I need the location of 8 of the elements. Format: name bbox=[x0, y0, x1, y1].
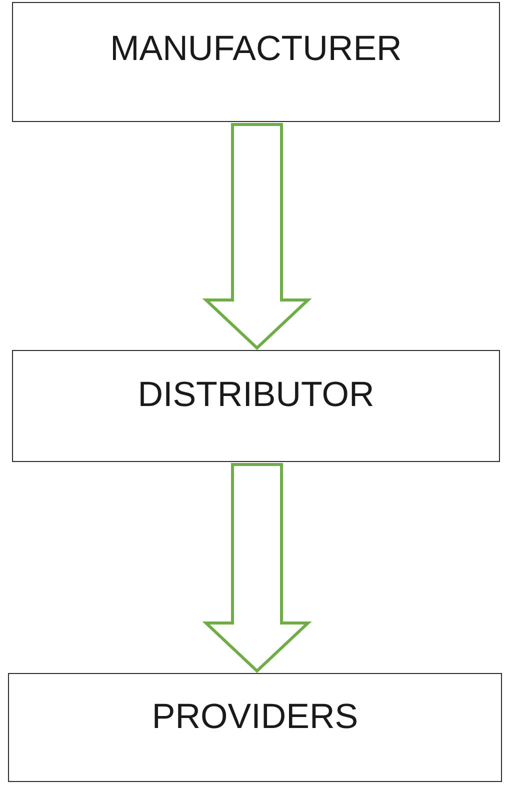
process-box bbox=[12, 350, 500, 462]
process-box bbox=[8, 673, 502, 782]
node-label: DISTRIBUTOR bbox=[138, 375, 374, 415]
node-label: MANUFACTURER bbox=[110, 29, 402, 69]
process-box bbox=[12, 2, 500, 122]
node-label: PROVIDERS bbox=[152, 697, 358, 737]
block-arrow bbox=[202, 463, 312, 674]
block-arrow bbox=[202, 123, 312, 350]
